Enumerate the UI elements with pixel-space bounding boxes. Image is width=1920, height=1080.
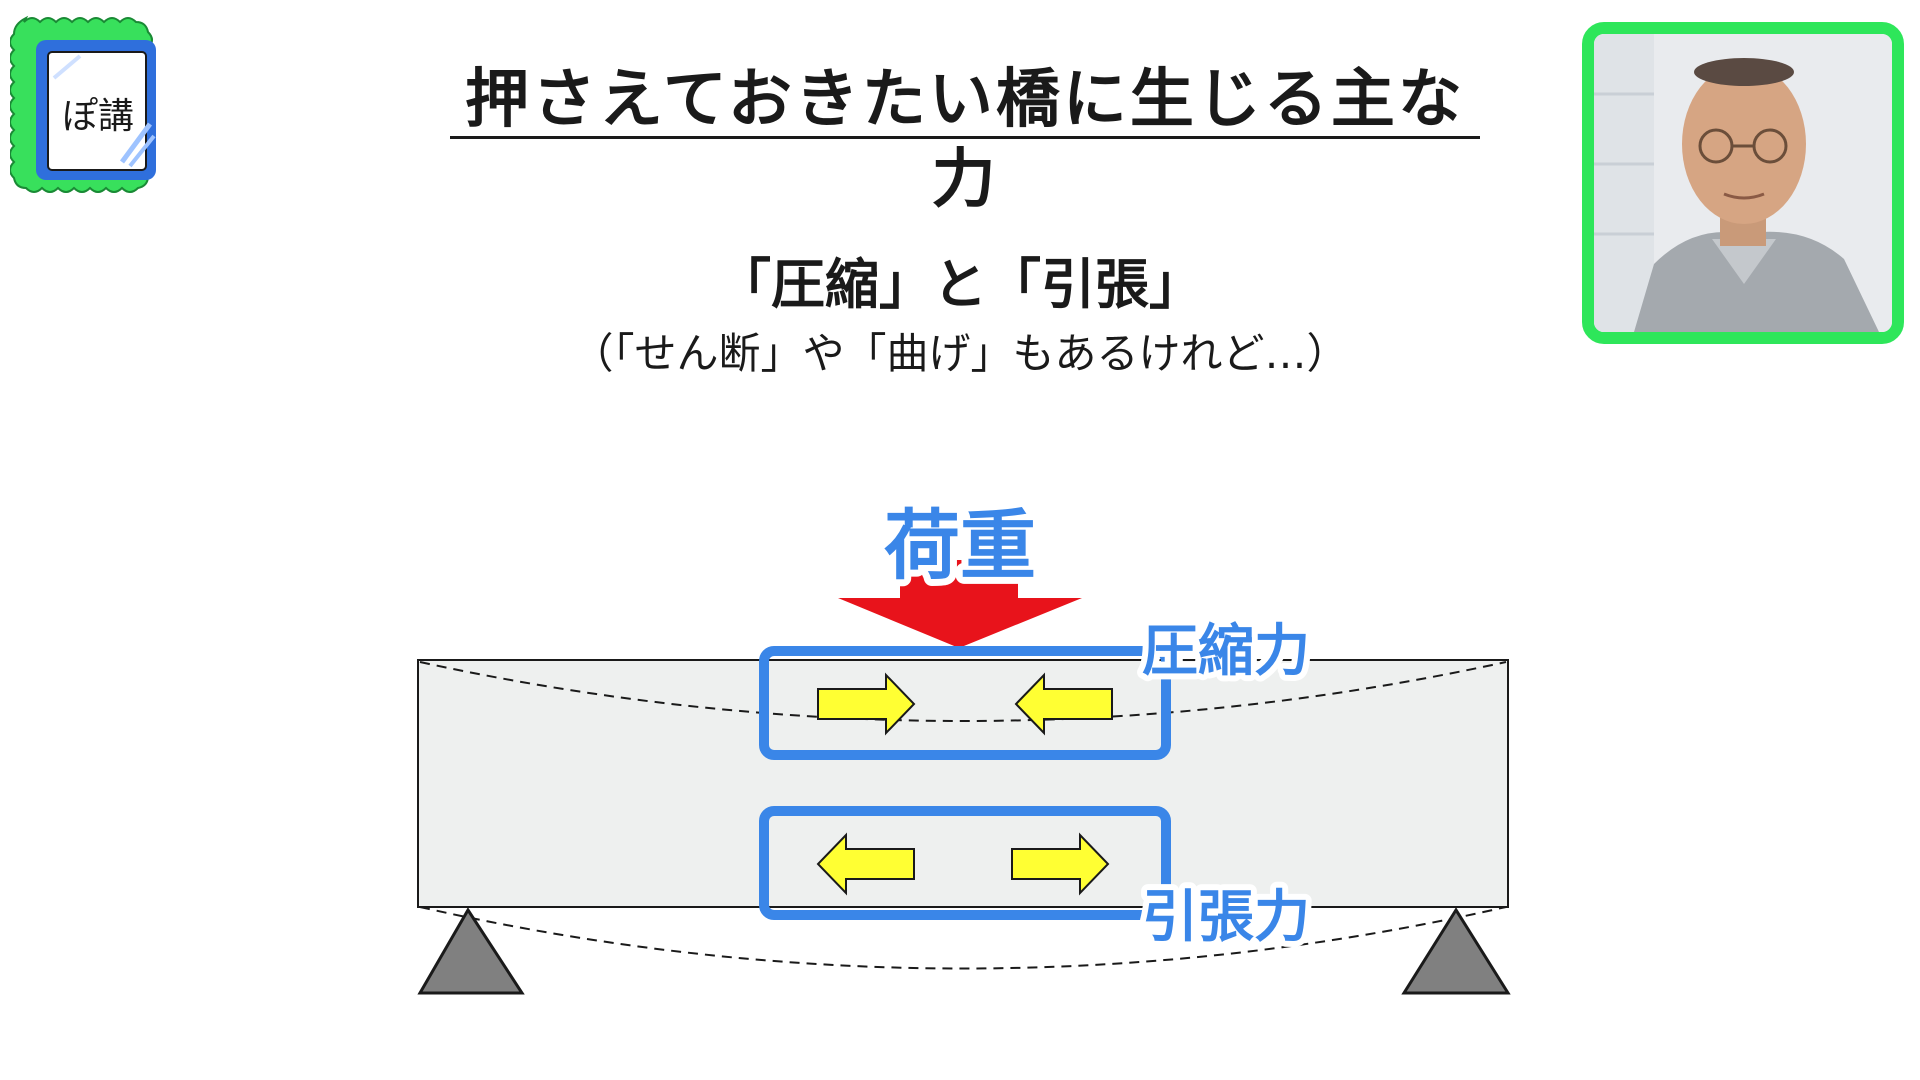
- logo-text: ぽ講: [62, 96, 134, 137]
- beam: [417, 659, 1509, 908]
- tension-arrow-left-icon: [816, 832, 915, 896]
- presenter-video: [1594, 34, 1892, 332]
- slide-subnote: （「せん断」や「曲げ」もあるけれど…）: [571, 329, 1349, 378]
- logo-badge-icon: ぽ講: [10, 15, 156, 193]
- compression-label: 圧縮力: [1142, 619, 1310, 684]
- slide-subtitle: 「圧縮」と「引張」: [717, 253, 1203, 316]
- tension-label: 引張力: [1142, 885, 1310, 950]
- compression-arrow-right-icon: [817, 672, 916, 736]
- load-label: 荷重: [884, 501, 1036, 590]
- deflection-top-line: [419, 661, 1507, 722]
- webcam-frame: [1582, 22, 1904, 344]
- right-support-icon: [1401, 907, 1511, 995]
- tension-arrow-right-icon: [1011, 832, 1110, 896]
- deflection-bottom-line: [419, 906, 1507, 970]
- left-support-icon: [417, 907, 525, 995]
- compression-arrow-left-icon: [1014, 672, 1113, 736]
- page-title: 押さえておきたい橋に生じる主な力: [465, 63, 1465, 217]
- compression-zone-box: [759, 646, 1171, 760]
- title-underline: [450, 136, 1480, 139]
- tension-zone-box: [759, 806, 1171, 920]
- load-arrow-icon: [838, 560, 1082, 648]
